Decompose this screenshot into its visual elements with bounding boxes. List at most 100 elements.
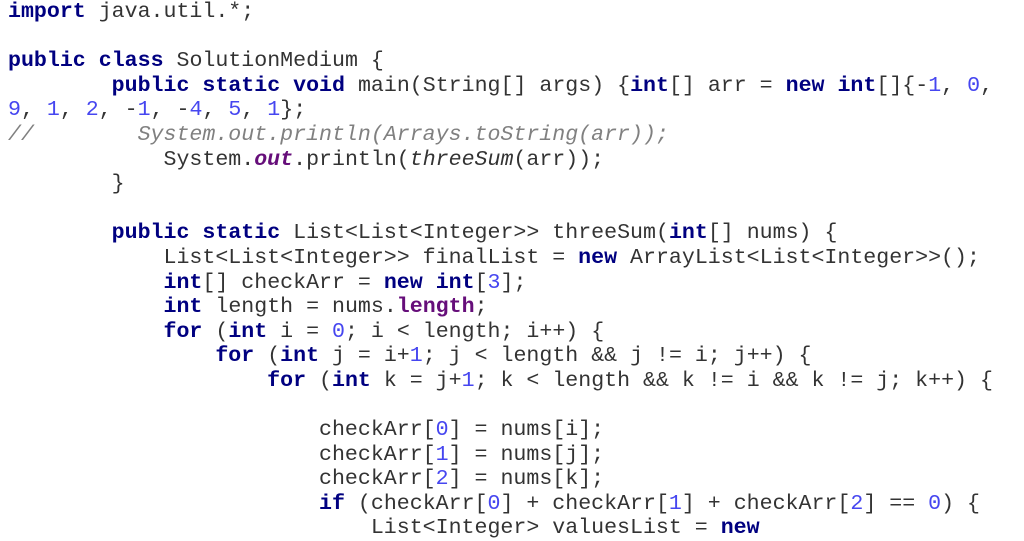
code-text: , [20, 98, 47, 123]
number-literal: 1 [461, 368, 475, 393]
keyword-token: class [98, 49, 164, 74]
keyword-token: for [267, 368, 307, 393]
code-text: (arr)); [513, 147, 605, 172]
code-text: ] + checkArr[ [681, 491, 851, 516]
code-text: main(String[] args) { [344, 73, 631, 98]
number-literal: 1 [267, 98, 281, 123]
code-text: checkArr[ [8, 442, 436, 467]
keyword-token: if [319, 491, 345, 516]
number-literal: 2 [85, 98, 99, 123]
field-token: length [396, 295, 475, 320]
code-line: for (int i = 0; i < length; i++) { [8, 320, 1024, 345]
code-text: [] arr = [668, 73, 786, 98]
number-literal: 1 [435, 442, 449, 467]
code-text: , [241, 98, 268, 123]
comment-token: // System.out.println(Arrays.toString(ar… [8, 122, 669, 147]
code-text: []{- [876, 73, 929, 98]
code-line: // System.out.println(Arrays.toString(ar… [8, 123, 1024, 148]
keyword-token: int [668, 221, 708, 246]
code-line: } [8, 172, 1024, 197]
code-text: ] == [863, 491, 929, 516]
code-text [8, 221, 112, 245]
code-text: System. [8, 147, 255, 172]
code-text: SolutionMedium { [163, 49, 384, 74]
code-text: ( [202, 319, 229, 344]
code-text: ]; [500, 270, 527, 295]
keyword-token: import [8, 0, 86, 24]
code-text: , [941, 73, 968, 98]
code-text: List<List<Integer>> finalList = [8, 245, 579, 270]
code-text: checkArr[ [8, 418, 436, 443]
keyword-token: new [720, 516, 760, 541]
number-literal: 1 [409, 344, 423, 369]
code-text: , [202, 98, 229, 123]
code-line: checkArr[1] = nums[j]; [8, 443, 1024, 468]
code-line: List<List<Integer>> finalList = new Arra… [8, 246, 1024, 271]
code-text [8, 344, 215, 368]
code-text: .println( [293, 147, 410, 172]
keyword-token: int [837, 73, 877, 98]
code-text [8, 369, 267, 393]
code-line: import java.util.*; [8, 0, 1024, 25]
code-line: public static void main(String[] args) {… [8, 74, 1024, 99]
code-line: public static List<List<Integer>> threeS… [8, 221, 1024, 246]
keyword-token: static [202, 221, 281, 246]
code-text [825, 74, 838, 98]
keyword-token: int [163, 270, 203, 295]
code-text: ] = nums[j]; [448, 442, 605, 467]
code-line: checkArr[2] = nums[k]; [8, 467, 1024, 492]
code-text: ] + checkArr[ [500, 491, 669, 516]
code-text [8, 492, 319, 516]
number-literal: 1 [137, 98, 151, 123]
keyword-token: new [578, 245, 618, 270]
keyword-token: int [435, 270, 475, 295]
code-text: , [980, 73, 994, 98]
keyword-token: public [8, 49, 86, 74]
number-literal: 9 [8, 98, 21, 123]
number-literal: 0 [332, 319, 345, 344]
keyword-token: static [202, 73, 281, 98]
code-line: public class SolutionMedium { [8, 49, 1024, 74]
code-text: [] nums) { [707, 221, 838, 246]
code-text: , [59, 98, 86, 123]
code-text: ( [254, 344, 281, 369]
keyword-token: void [293, 73, 345, 98]
code-text: List<Integer> valuesList = [8, 516, 721, 541]
code-text: [ [474, 270, 488, 295]
code-text: i = [267, 319, 333, 344]
code-line: int[] checkArr = new int[3]; [8, 271, 1024, 296]
code-text: ( [306, 368, 332, 393]
code-line: 9, 1, 2, -1, -4, 5, 1}; [8, 98, 1024, 123]
number-literal: 2 [435, 467, 449, 492]
code-line: System.out.println(threeSum(arr)); [8, 148, 1024, 173]
code-line: for (int j = i+1; j < length && j != i; … [8, 344, 1024, 369]
number-literal: 3 [487, 270, 501, 295]
code-text: ; i < length; i++) { [344, 319, 605, 344]
number-literal: 0 [435, 418, 449, 443]
code-text: (checkArr[ [344, 491, 488, 516]
code-text: ArrayList<List<Integer>>(); [617, 245, 980, 270]
code-text [189, 74, 202, 98]
code-text [189, 221, 202, 245]
keyword-token: for [163, 319, 203, 344]
keyword-token: new [785, 73, 825, 98]
number-literal: 2 [850, 491, 864, 516]
code-line: for (int k = j+1; k < length && k != i &… [8, 369, 1024, 394]
code-text: ; k < length && k != i && k != j; k++) { [474, 368, 993, 393]
code-text: ] = nums[i]; [448, 418, 605, 443]
code-text: ; [474, 295, 488, 320]
code-text [8, 295, 164, 319]
code-line: int length = nums.length; [8, 295, 1024, 320]
keyword-token: int [331, 368, 371, 393]
code-text: k = j+ [370, 368, 462, 393]
code-text: java.util.*; [85, 0, 255, 24]
code-text: , - [150, 98, 190, 123]
number-literal: 4 [189, 98, 203, 123]
keyword-token: new [383, 270, 423, 295]
number-literal: 5 [228, 98, 242, 123]
number-literal: 0 [487, 491, 501, 516]
keyword-token: public [111, 73, 190, 98]
code-line: checkArr[0] = nums[i]; [8, 418, 1024, 443]
number-literal: 1 [928, 73, 942, 98]
